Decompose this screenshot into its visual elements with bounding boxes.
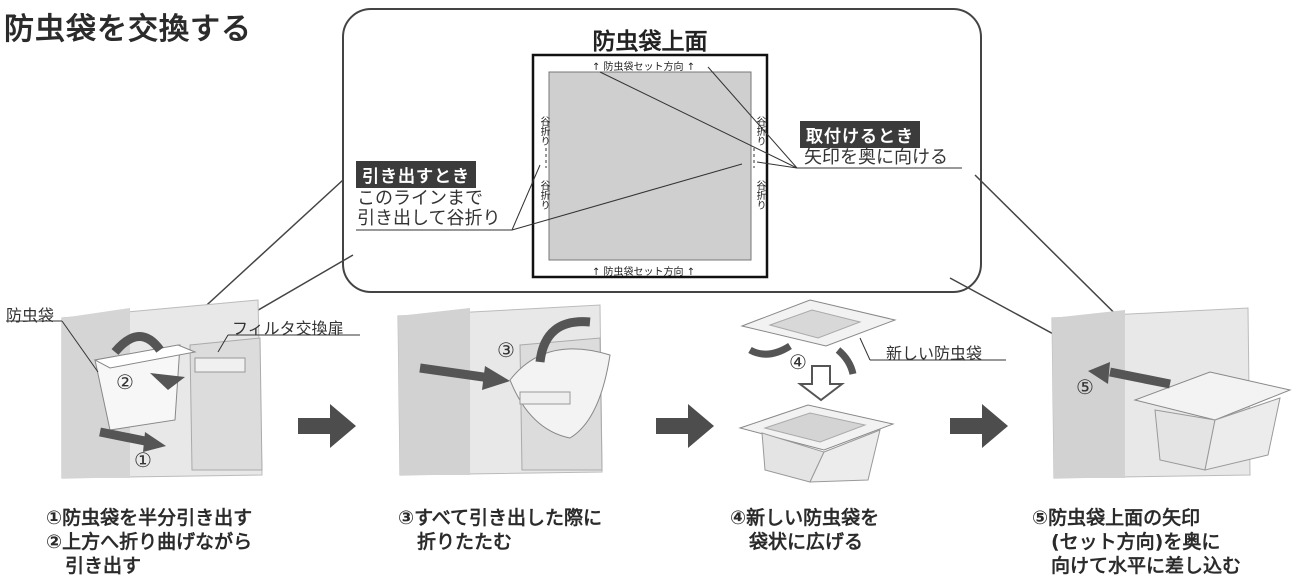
flow-arrow-2 (656, 404, 714, 448)
curved-arrow-step2 (111, 332, 164, 356)
unit-step4 (1051, 307, 1292, 479)
arrow-unfold-right (835, 347, 857, 375)
curved-arrow-step3 (535, 317, 591, 363)
flow-arrow-3 (950, 404, 1008, 448)
new-bag-open (738, 404, 895, 483)
arrow-step3 (419, 363, 491, 383)
hollow-down-arrow (797, 365, 845, 402)
leader-pull-a (511, 164, 541, 231)
arrow-unfold-left (748, 342, 792, 358)
arrow-head-step5 (1088, 362, 1110, 384)
page-title: 防虫袋を交換する (4, 12, 252, 47)
label-new-bag: 新しい防虫袋 (886, 344, 983, 363)
new-bag-flat (740, 299, 897, 347)
bag-top-sheet (548, 71, 752, 261)
leader-filter-door (217, 334, 229, 353)
caption-step2: ③すべて引き出した際に 折りたたむ (398, 507, 602, 553)
leader-new-bag (859, 337, 871, 361)
step-number-5: ⑤ (1076, 375, 1094, 399)
fold-label-right-upper: 谷折り (754, 116, 765, 146)
step-number-3: ③ (497, 338, 515, 362)
step-number-2: ② (116, 370, 134, 394)
step-number-4: ④ (789, 350, 807, 374)
caption-step4: ⑤防虫袋上面の矢印 (セット方向)を奥に 向けて水平に差し込む (1032, 507, 1242, 577)
step-number-1: ① (134, 448, 152, 472)
caption-step1: ①防虫袋を半分引き出す ②上方へ折り曲げながら 引き出す (46, 507, 253, 577)
label-insect-bag: 防虫袋 (6, 306, 55, 325)
attach-line1: 矢印を奥に向ける (804, 147, 948, 168)
fold-label-right-lower: 谷折り (754, 180, 765, 210)
arrow-head-step2 (150, 373, 185, 390)
leader-attach-c (756, 161, 798, 169)
arrow-step5 (1109, 367, 1171, 389)
pull-out-line1: このラインまで (357, 188, 483, 209)
arrow-head-step3 (482, 366, 510, 390)
leader-attach-b (599, 71, 798, 169)
pull-out-tag: 引き出すとき (356, 161, 476, 188)
arrow-head-step1 (143, 432, 166, 452)
panel-title: 防虫袋上面 (592, 29, 708, 55)
leader-attach-a (707, 66, 798, 169)
caption-step3: ④新しい防虫袋を 袋状に広げる (730, 507, 880, 553)
arrow-step1 (99, 427, 151, 447)
fold-label-left-upper: 谷折り (538, 116, 549, 146)
set-direction-top: ↑ 防虫袋セット方向 ↑ (592, 62, 696, 73)
unit-step2 (397, 304, 611, 476)
attach-tag: 取付けるとき (800, 121, 920, 148)
fold-label-left-lower: 谷折り (538, 180, 549, 210)
leader-pull-b (511, 163, 743, 231)
set-direction-bottom: ↑ 防虫袋セット方向 ↑ (592, 267, 696, 278)
pull-out-line2: 引き出して谷折り (357, 208, 501, 229)
flow-arrow-1 (298, 404, 356, 448)
leader-insect-bag (61, 320, 99, 373)
label-filter-door: フィルタ交換扉 (232, 319, 344, 338)
